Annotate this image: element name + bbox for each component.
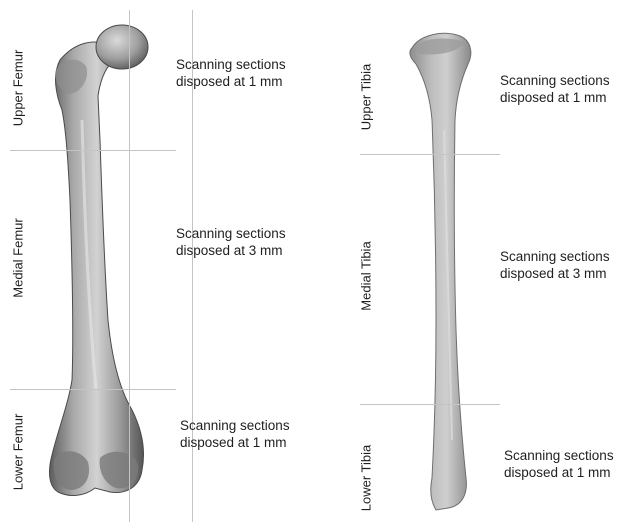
tibia-lower-note: Scanning sections disposed at 1 mm [504,447,614,481]
tibia-medial-note: Scanning sections disposed at 3 mm [500,248,610,282]
tibia-upper-note-line1: Scanning sections [500,72,610,89]
femur-upper-label: Upper Femur [11,50,26,127]
femur-lower-label: Lower Femur [11,414,26,491]
tibia-upper-note: Scanning sections disposed at 1 mm [500,72,610,106]
tibia-medial-note-line2: disposed at 3 mm [500,265,610,282]
tibia-lower-label: Lower Tibia [359,445,374,511]
tibia-bone [410,33,471,510]
femur-medial-label: Medial Femur [11,218,26,297]
femur-lower-note-line2: disposed at 1 mm [180,434,290,451]
femoral-head [96,25,148,69]
femur-upper-medial-boundary [10,150,176,151]
femur-lower-note: Scanning sections disposed at 1 mm [180,417,290,451]
femur-axis-line [129,10,130,522]
femur-medial-note-line2: disposed at 3 mm [176,242,286,259]
tibia-lower-note-line2: disposed at 1 mm [504,464,614,481]
tibia-lower-note-line1: Scanning sections [504,447,614,464]
femur-lower-note-line1: Scanning sections [180,417,290,434]
femur-upper-note-line1: Scanning sections [176,56,286,73]
tibia-medial-note-line1: Scanning sections [500,248,610,265]
tibia-upper-medial-boundary [360,154,500,155]
tibia-upper-label: Upper Tibia [359,64,374,130]
tibia-medial-lower-boundary [360,404,500,405]
femur-medial-note: Scanning sections disposed at 3 mm [176,225,286,259]
femur-medial-lower-boundary [10,389,176,390]
femur-medial-note-line1: Scanning sections [176,225,286,242]
femur-upper-note-line2: disposed at 1 mm [176,73,286,90]
tibia-medial-label: Medial Tibia [359,241,374,310]
femur-upper-note: Scanning sections disposed at 1 mm [176,56,286,90]
tibia-upper-note-line2: disposed at 1 mm [500,89,610,106]
